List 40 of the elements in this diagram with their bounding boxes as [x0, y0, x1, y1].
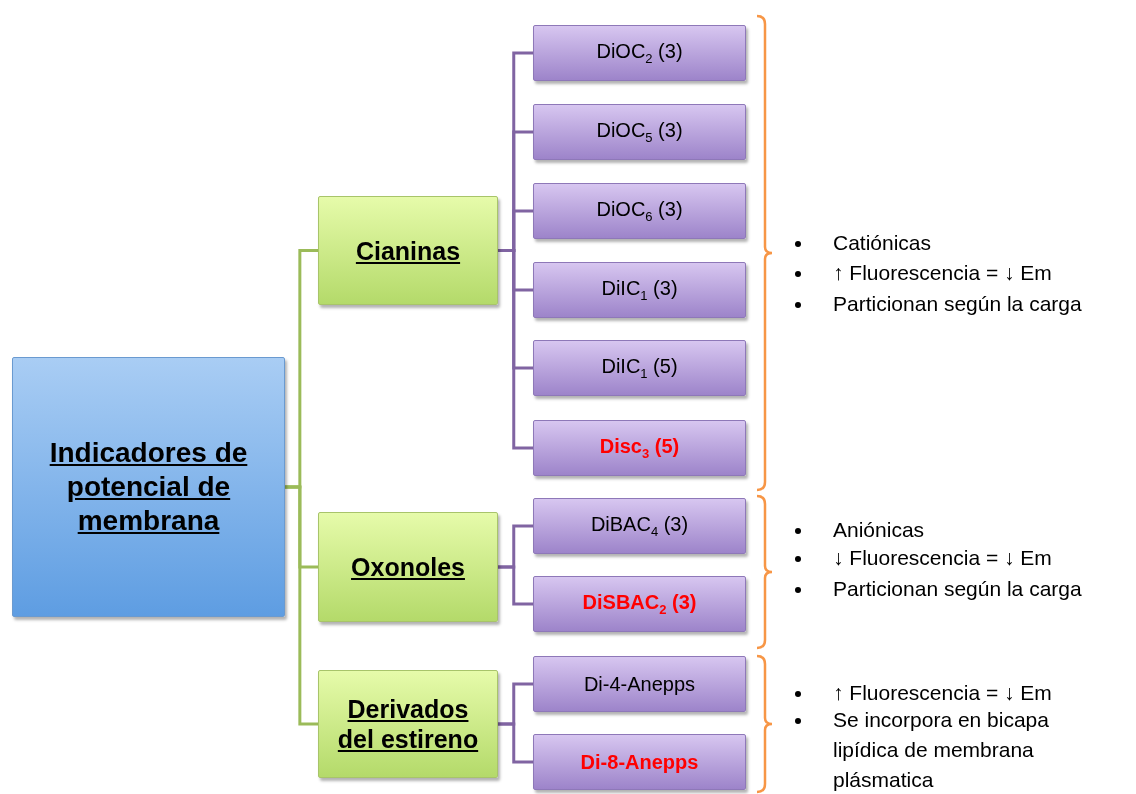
node-text: DiIC$_{1}$ (5): [601, 355, 678, 381]
node-text: Indicadores de potencial de membrana: [48, 436, 249, 538]
node-text: DiSBAC$_{2}$ (3): [582, 591, 697, 617]
dye-box: [533, 576, 746, 632]
node-text: Cianinas: [355, 235, 461, 266]
node-text: Di-8-Anepps: [580, 750, 699, 774]
bullet-text: Aniónicas: [833, 517, 926, 543]
category-box: [318, 196, 498, 305]
bullet-text: Catiónicas: [833, 230, 933, 256]
bullet-text: Particionan según la carga: [833, 291, 1083, 317]
bullet-text: ↓ Fluorescencia = ↓ Em: [833, 545, 1053, 571]
dye-box: [533, 104, 746, 160]
bullet-text: ↑ Fluorescencia = ↓ Em: [833, 680, 1053, 706]
dye-box: [533, 498, 746, 554]
dye-box: [533, 183, 746, 239]
dye-box: [533, 25, 746, 81]
connector-line: [498, 722, 533, 764]
dye-box: [533, 340, 746, 396]
node-text: DiBAC$_{4}$ (3): [590, 513, 689, 539]
node-text: DiOC$_{6}$ (3): [596, 198, 683, 224]
node-text: Disc$_{3}$ (5): [599, 435, 680, 461]
dye-box: [533, 420, 746, 476]
node-text: DiOC$_{5}$ (3): [596, 119, 683, 145]
node-text: Derivados del estireno: [336, 694, 480, 754]
node-text: Di-4-Anepps: [583, 672, 696, 696]
node-text: Oxonoles: [351, 552, 465, 582]
node-text: DiIC$_{1}$ (3): [601, 277, 678, 303]
dye-box: [533, 262, 746, 318]
root-box: [12, 357, 285, 617]
node-text: DiOC$_{2}$ (3): [596, 40, 683, 66]
dye-box: [533, 734, 746, 790]
connector-line: [498, 565, 533, 606]
bullet-text: ↑ Fluorescencia = ↓ Em: [833, 260, 1053, 286]
bullet-text: Particionan según la carga: [833, 576, 1083, 602]
bullet-text: Se incorpora en bicapa lipídica de membrana plásmatica: [833, 707, 1050, 793]
connector-line: [498, 249, 533, 450]
connector-line: [285, 485, 318, 726]
dye-box: [533, 656, 746, 712]
category-box: [318, 670, 498, 778]
category-box: [318, 512, 498, 622]
